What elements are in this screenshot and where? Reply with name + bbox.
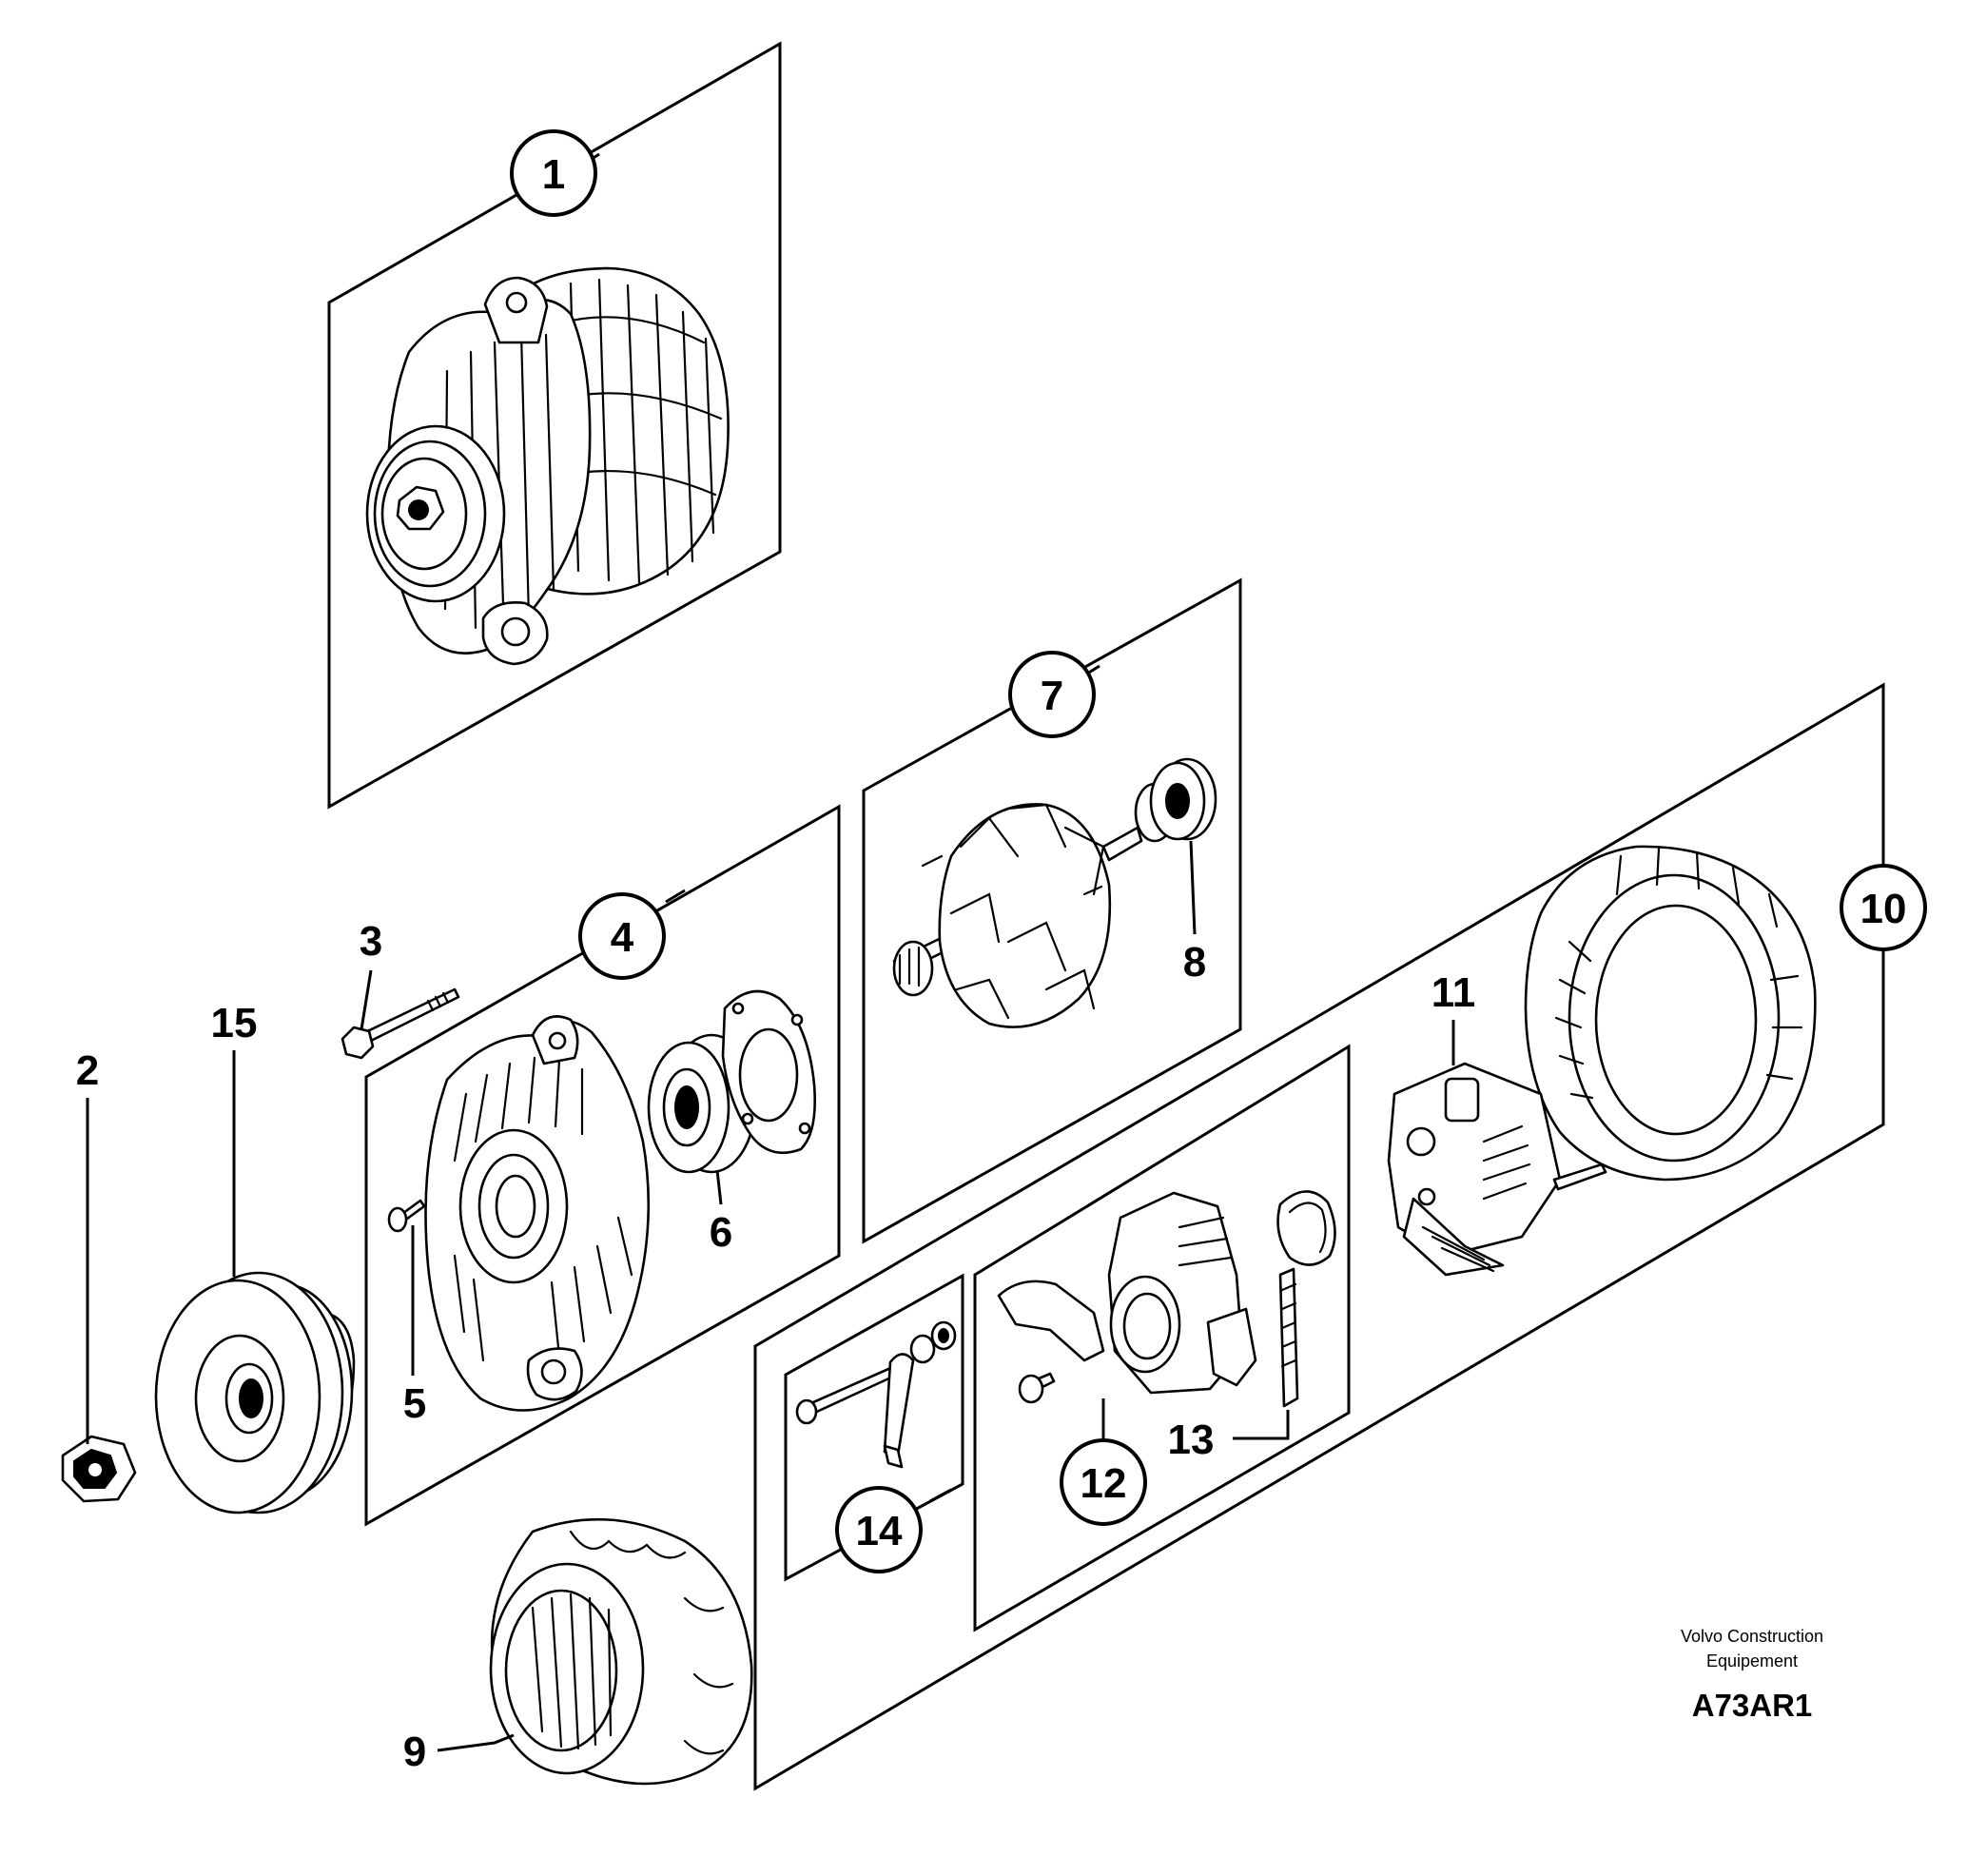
regulator-drawing — [997, 1191, 1257, 1404]
publisher-line-2: Equipement — [1706, 1651, 1798, 1671]
leader-9 — [437, 1733, 515, 1752]
panel-regulator — [973, 1044, 1351, 1632]
label-3: 3 — [360, 918, 382, 965]
stator-drawing — [489, 1517, 753, 1786]
panel-complete-alternator — [327, 41, 782, 810]
callout-1-label: 1 — [542, 151, 565, 198]
leader-13 — [1233, 1410, 1290, 1440]
publisher-line-1: Volvo Construction — [1681, 1627, 1823, 1646]
pulley-nut-drawing — [61, 1435, 137, 1503]
callout-10: 10 — [1840, 864, 1927, 951]
pulley-drawing — [154, 1271, 356, 1514]
callout-12: 12 — [1060, 1438, 1147, 1526]
callout-10-label: 10 — [1860, 886, 1907, 932]
callout-4-label: 4 — [611, 914, 634, 961]
label-5: 5 — [403, 1380, 426, 1427]
rotor-drawing — [892, 803, 1143, 1028]
snap-ring-drawing — [1276, 1190, 1336, 1266]
label-2: 2 — [76, 1047, 99, 1094]
bearing-retainer-drawing — [721, 989, 816, 1154]
leader-3 — [360, 969, 373, 1030]
label-11: 11 — [1431, 969, 1476, 1016]
alternator-assembly-drawing — [365, 266, 730, 666]
label-8: 8 — [1183, 939, 1206, 986]
label-13: 13 — [1168, 1417, 1215, 1463]
panel-front-housing — [364, 804, 841, 1527]
through-bolt-drawing — [341, 987, 460, 1060]
callout-14: 14 — [835, 1486, 923, 1573]
label-6: 6 — [710, 1209, 732, 1256]
callout-1: 1 — [510, 129, 597, 217]
callout-12-label: 12 — [1081, 1460, 1127, 1507]
figure-code: A73AR1 — [1692, 1688, 1813, 1723]
screw-drawing — [387, 1199, 426, 1233]
rear-housing-drawing — [1524, 845, 1817, 1182]
label-15: 15 — [211, 1000, 258, 1046]
callout-7: 7 — [1008, 651, 1096, 738]
callout-4: 4 — [578, 892, 666, 980]
leader-lines — [86, 152, 1885, 1752]
brush-drawing — [1278, 1267, 1299, 1408]
panel-rotor — [862, 577, 1242, 1244]
callout-14-label: 14 — [856, 1508, 903, 1554]
front-housing-drawing — [424, 1015, 651, 1412]
leader-4 — [665, 889, 686, 904]
leader-8 — [1189, 840, 1197, 935]
leader-6 — [715, 1169, 723, 1205]
callout-7-label: 7 — [1041, 673, 1063, 719]
label-9: 9 — [403, 1729, 426, 1775]
rear-bearing-drawing — [1134, 757, 1217, 843]
terminal-bolt-drawing — [795, 1320, 957, 1469]
rectifier-drawing — [1387, 1062, 1607, 1277]
panel-terminal-bolt — [784, 1273, 964, 1582]
leader-14 — [929, 1488, 952, 1503]
